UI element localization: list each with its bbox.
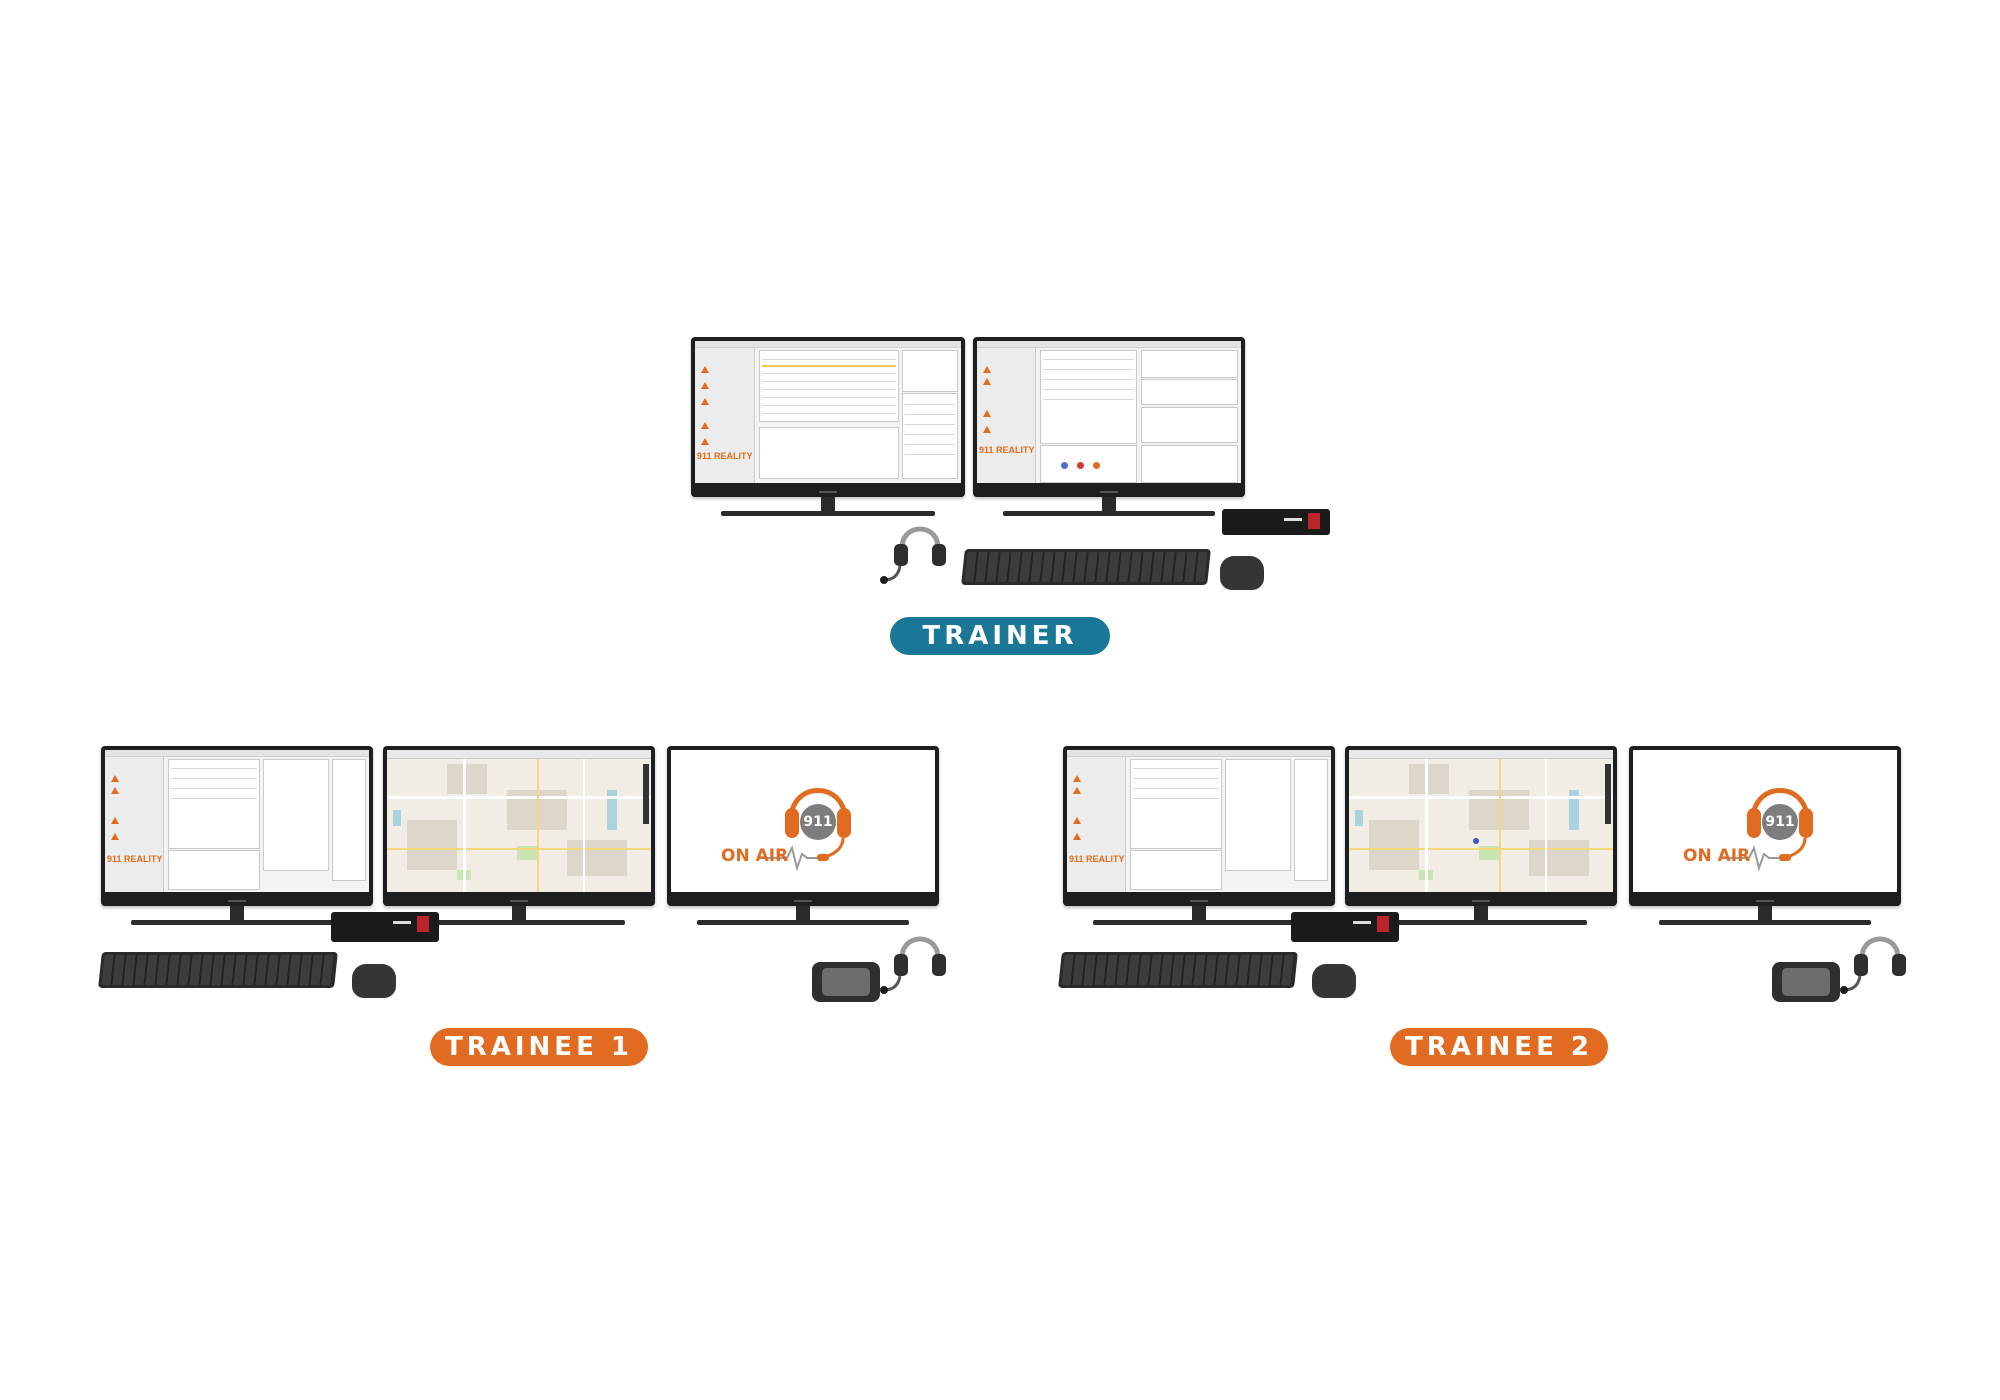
trainee2-cad-screen: 911 REALITY	[1067, 750, 1331, 892]
trainee2-speakerphone	[1772, 962, 1840, 1002]
on-air-number: 911	[803, 814, 833, 830]
app-logo: 911 REALITY	[1069, 854, 1125, 864]
trainee1-computer	[331, 912, 439, 942]
app-logo: 911 REALITY	[979, 445, 1035, 455]
trainer-console-screen: 911 REALITY	[695, 341, 961, 483]
trainee2-label: TRAINEE 2	[1390, 1028, 1608, 1066]
trainee1-speakerphone	[812, 962, 880, 1002]
trainee1-mouse	[352, 964, 396, 998]
trainee2-onair-screen: 911 ON AIR	[1633, 750, 1897, 892]
on-air-text: ON AIR	[1683, 846, 1751, 866]
trainee2-keyboard	[1058, 952, 1298, 988]
on-air-text: ON AIR	[721, 846, 789, 866]
trainer-label: TRAINER	[890, 617, 1110, 655]
trainee2-mouse	[1312, 964, 1356, 998]
trainee2-monitor-map	[1345, 746, 1617, 926]
trainee1-monitor-map	[383, 746, 655, 926]
trainee2-monitor-cad: 911 REALITY	[1063, 746, 1335, 926]
trainee1-onair-screen: 911 ON AIR	[671, 750, 935, 892]
trainer-keyboard	[961, 549, 1211, 585]
on-air-logo	[759, 788, 851, 872]
trainee1-monitor-onair: 911 ON AIR	[667, 746, 939, 926]
trainee1-label: TRAINEE 1	[430, 1028, 648, 1066]
trainee1-headset-icon	[880, 936, 946, 994]
trainee2-computer	[1291, 912, 1399, 942]
on-air-number: 911	[1765, 814, 1795, 830]
trainer-mouse	[1220, 556, 1264, 590]
trainer-monitor-left: 911 REALITY	[691, 337, 965, 517]
trainee2-monitor-onair: 911 ON AIR	[1629, 746, 1901, 926]
app-logo: 911 REALITY	[107, 854, 163, 864]
trainee2-map-screen	[1349, 750, 1613, 892]
trainee1-cad-screen: 911 REALITY	[105, 750, 369, 892]
trainee1-keyboard	[98, 952, 338, 988]
trainer-computer	[1222, 509, 1330, 535]
trainee2-headset-icon	[1840, 936, 1906, 994]
trainer-calltaker-screen: 911 REALITY	[977, 341, 1241, 483]
trainee1-monitor-cad: 911 REALITY	[101, 746, 373, 926]
trainee1-map-screen	[387, 750, 651, 892]
app-logo: 911 REALITY	[697, 451, 753, 461]
trainer-monitor-right: 911 REALITY	[973, 337, 1245, 517]
on-air-logo	[1721, 788, 1813, 872]
trainer-headset-icon	[880, 526, 946, 584]
